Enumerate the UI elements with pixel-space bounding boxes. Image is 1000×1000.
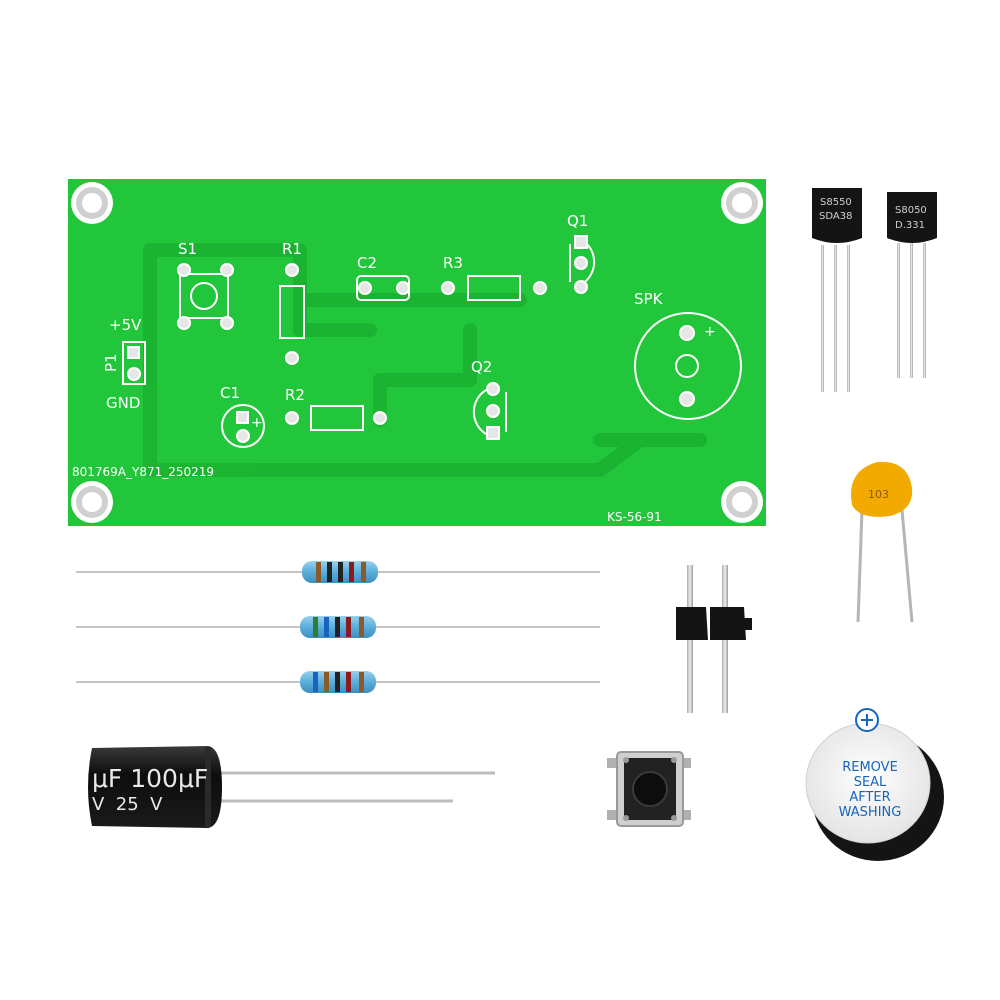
buzzer: REMOVE SEAL AFTER WASHING xyxy=(805,708,944,861)
pcb-traces xyxy=(143,243,707,477)
pcb-code-right: KS-56-91 xyxy=(607,510,662,524)
label-r2: R2 xyxy=(285,386,305,404)
label-c2: C2 xyxy=(357,254,377,272)
transistor-s8550-line1: S8550 xyxy=(820,197,852,208)
electrolytic-capacitor: μF 100μF V 25 V xyxy=(88,746,495,828)
buzzer-text-line3: AFTER xyxy=(849,790,890,805)
transistor-s8050: S8050 D.331 xyxy=(887,192,937,378)
transistor-s8550: S8550 SDA38 xyxy=(812,188,862,392)
transistor-s8050-line1: S8050 xyxy=(895,205,927,216)
label-p1: P1 xyxy=(102,353,120,372)
resistor-1 xyxy=(76,561,600,583)
electrolytic-capacitor-line1: μF 100μF xyxy=(92,764,208,793)
spk-footprint xyxy=(634,312,742,420)
pcb-board: S1 R1 C2 R3 Q1 SPK +5V P1 GND C1 R2 Q2 +… xyxy=(68,179,766,526)
c2-footprint xyxy=(356,275,410,301)
buzzer-text-line1: REMOVE xyxy=(842,760,898,775)
resistor-3 xyxy=(76,671,600,693)
q1-footprint xyxy=(569,235,596,294)
r2-footprint xyxy=(285,405,387,431)
label-plus-spk: + xyxy=(704,324,716,340)
label-plus5v: +5V xyxy=(109,316,142,334)
electrolytic-capacitor-line2: V 25 V xyxy=(92,794,163,815)
transistor-s8550-line2: SDA38 xyxy=(819,211,852,222)
resistor-2 xyxy=(76,616,600,638)
label-spk: SPK xyxy=(634,290,664,308)
tactile-switch xyxy=(607,751,691,827)
transistor-s8050-line2: D.331 xyxy=(895,220,925,231)
q2-footprint xyxy=(472,382,507,440)
buzzer-text-line2: SEAL xyxy=(854,775,887,790)
ceramic-capacitor: 103 xyxy=(851,461,914,623)
pin-header xyxy=(676,565,752,713)
pcb-code-left: 801769A_Y871_250219 xyxy=(72,465,214,479)
buzzer-text-line4: WASHING xyxy=(839,805,902,820)
label-q1: Q1 xyxy=(567,212,588,230)
label-plus-c1: + xyxy=(251,415,263,431)
label-s1: S1 xyxy=(178,240,197,258)
plus-icon xyxy=(855,708,879,732)
p1-footprint xyxy=(122,341,146,385)
s1-footprint xyxy=(177,263,234,330)
label-c1: C1 xyxy=(220,384,240,402)
label-r3: R3 xyxy=(443,254,463,272)
ceramic-capacitor-marking: 103 xyxy=(868,488,889,501)
c1-footprint xyxy=(221,404,265,448)
mounting-holes xyxy=(71,182,763,523)
label-gnd: GND xyxy=(106,394,140,412)
label-r1: R1 xyxy=(282,240,302,258)
label-q2: Q2 xyxy=(471,358,492,376)
r3-footprint xyxy=(441,275,547,301)
r1-footprint xyxy=(279,263,305,365)
